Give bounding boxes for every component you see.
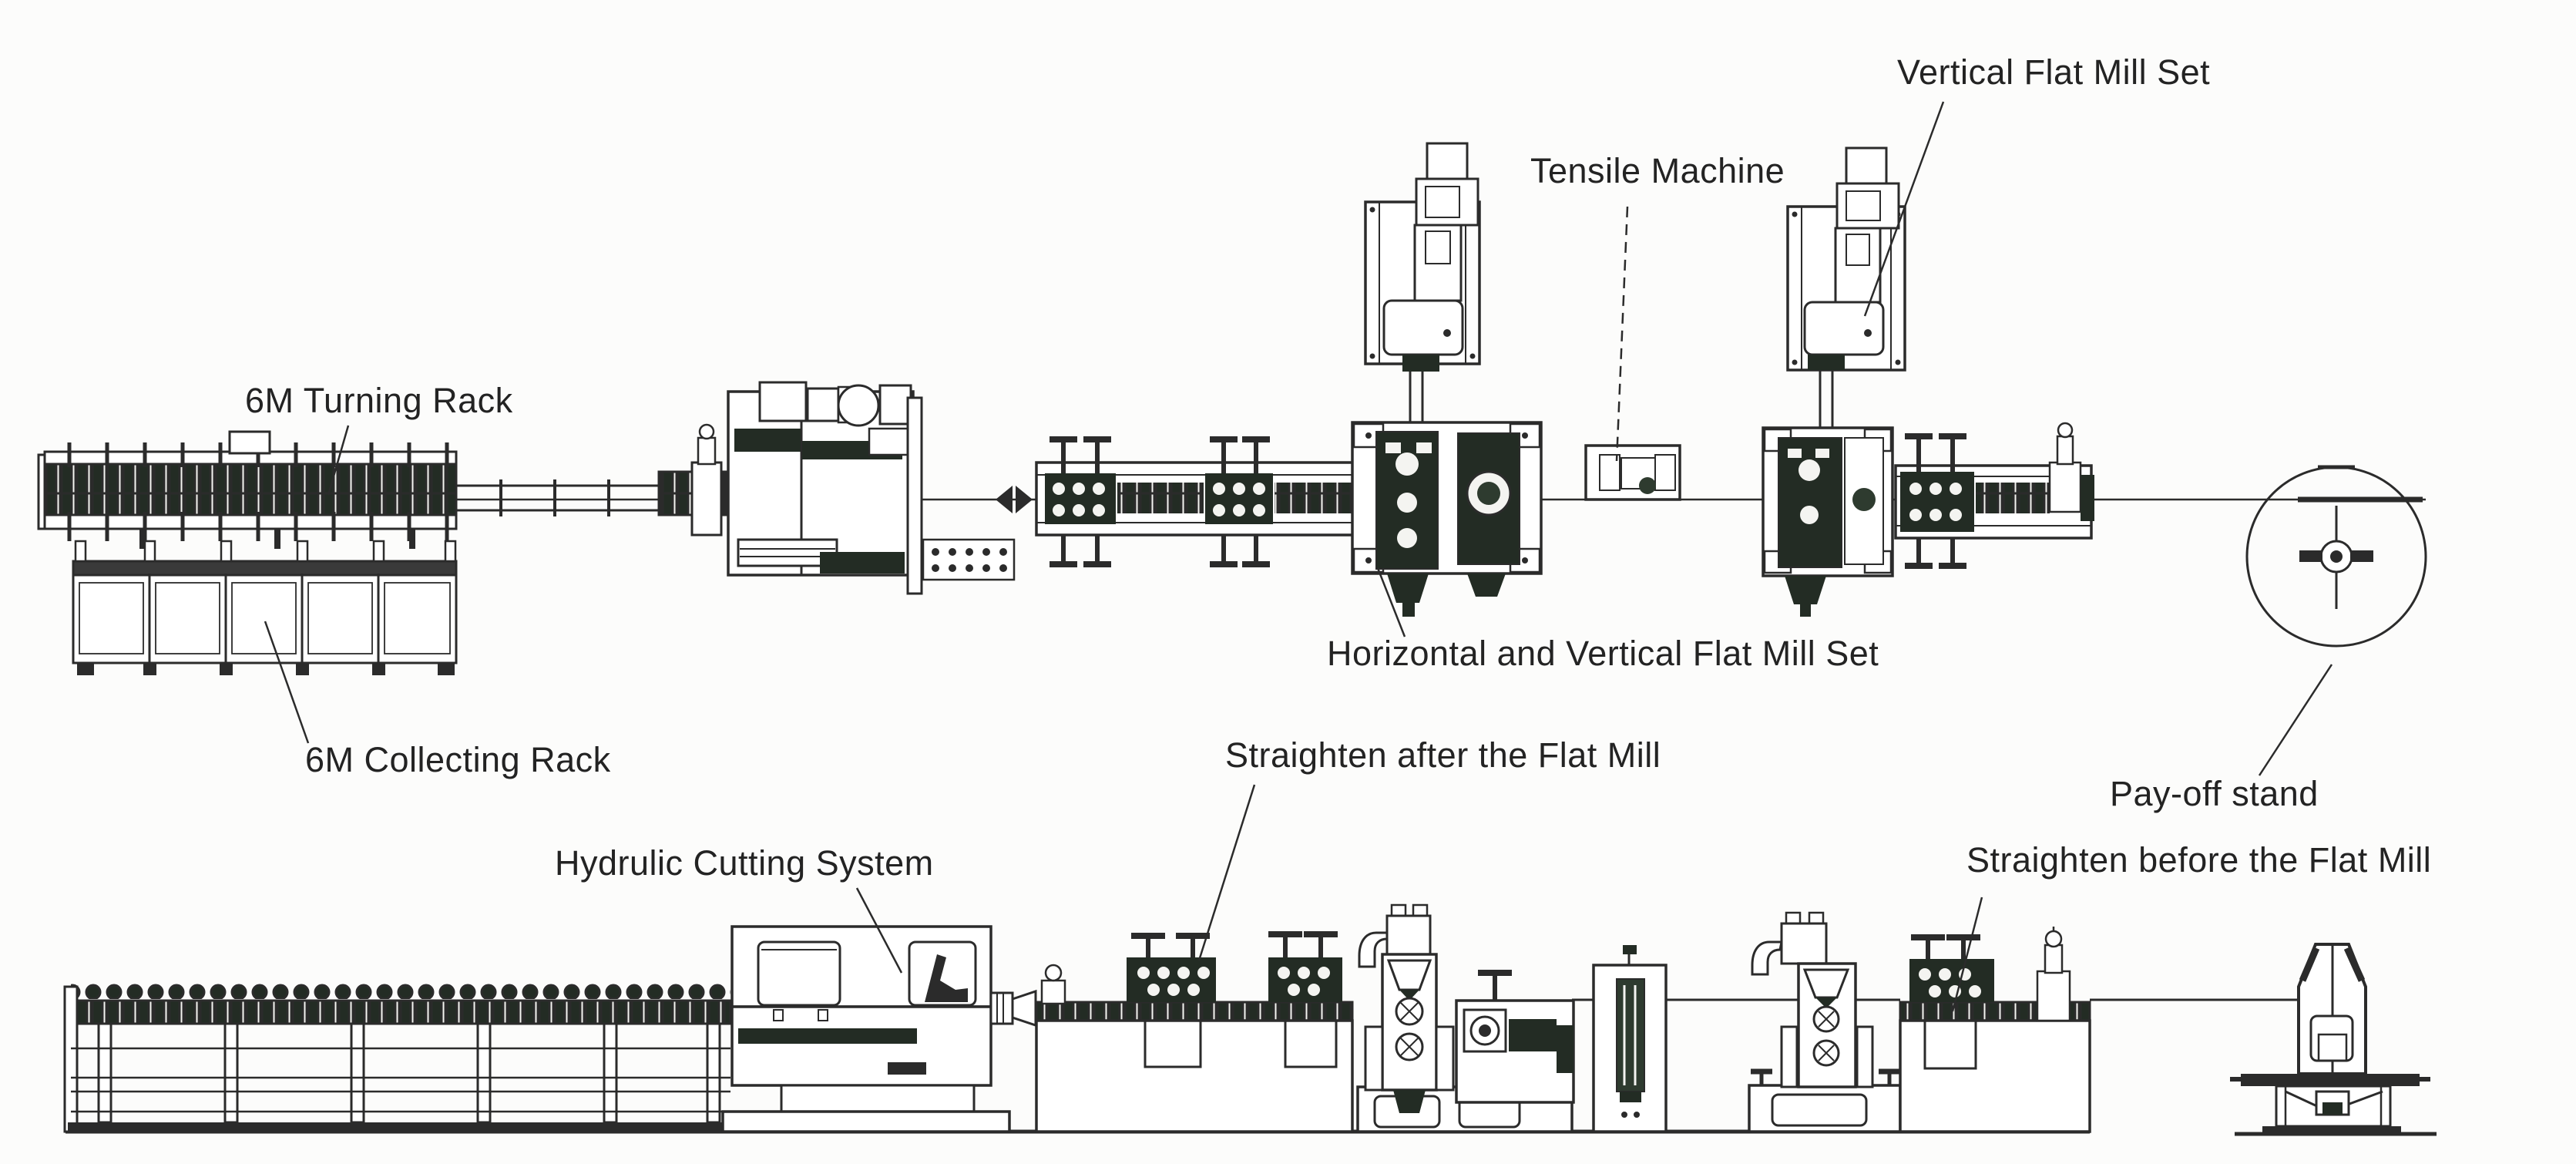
- leader-straighten-before: [1951, 897, 1983, 1012]
- label-tensile-machine: Tensile Machine: [1530, 151, 1785, 190]
- flat-mill-set-2-plan: [1762, 370, 1894, 617]
- straightener-after-plan: [1035, 436, 1355, 567]
- cutting-machine-elevation: [721, 925, 1037, 1133]
- label-straighten-after: Straighten after the Flat Mill: [1225, 735, 1661, 775]
- leader-turning-rack: [327, 425, 350, 496]
- vertical-flat-mill-2: [1786, 146, 1906, 372]
- straightener-after-elevation: [1035, 931, 1354, 1133]
- leader-horizontal-vertical-mill: [1376, 567, 1406, 638]
- turning-rack-plan: [37, 430, 458, 549]
- straightener-before-plan: [1894, 422, 2094, 569]
- label-vertical-mill: Vertical Flat Mill Set: [1897, 52, 2211, 92]
- leader-cutting-system: [855, 887, 903, 974]
- collecting-rack-plan: [72, 540, 458, 675]
- leader-payoff: [2258, 664, 2333, 776]
- straightener-before-elevation: [1899, 927, 2091, 1133]
- infeed-rail-plan: [456, 423, 728, 537]
- label-collecting-rack: 6M Collecting Rack: [305, 740, 611, 779]
- leader-vertical-mill: [1863, 101, 1945, 317]
- flat-mill-2-elevation: [1748, 911, 1902, 1133]
- flat-mill-1-elevation: [1356, 903, 1575, 1133]
- leader-lines: [264, 101, 2333, 1012]
- label-horizontal-vertical-mill: Horizontal and Vertical Flat Mill Set: [1327, 634, 1879, 673]
- leader-straighten-after: [1197, 784, 1256, 961]
- label-turning-rack: 6M Turning Rack: [245, 381, 513, 420]
- line-coupling-plan: [996, 486, 1033, 513]
- flat-mill-set-1-plan: [1351, 364, 1543, 617]
- payoff-stand-elevation: [2230, 943, 2430, 1135]
- leader-collecting-rack: [264, 621, 310, 744]
- vertical-flat-mill-1: [1364, 142, 1481, 372]
- payoff-stand-plan: [2245, 465, 2427, 648]
- label-payoff-stand: Pay-off stand: [2110, 774, 2319, 813]
- cutting-machine-plan: [727, 381, 1016, 595]
- leader-tensile: [1615, 206, 1629, 462]
- collecting-turning-rack-elevation: [63, 984, 732, 1133]
- tensile-machine-plan: [1584, 444, 1681, 501]
- label-straighten-before: Straighten before the Flat Mill: [1966, 840, 2432, 880]
- label-cutting-system: Hydrulic Cutting System: [555, 843, 934, 883]
- tensile-machine-elevation: [1592, 945, 1668, 1133]
